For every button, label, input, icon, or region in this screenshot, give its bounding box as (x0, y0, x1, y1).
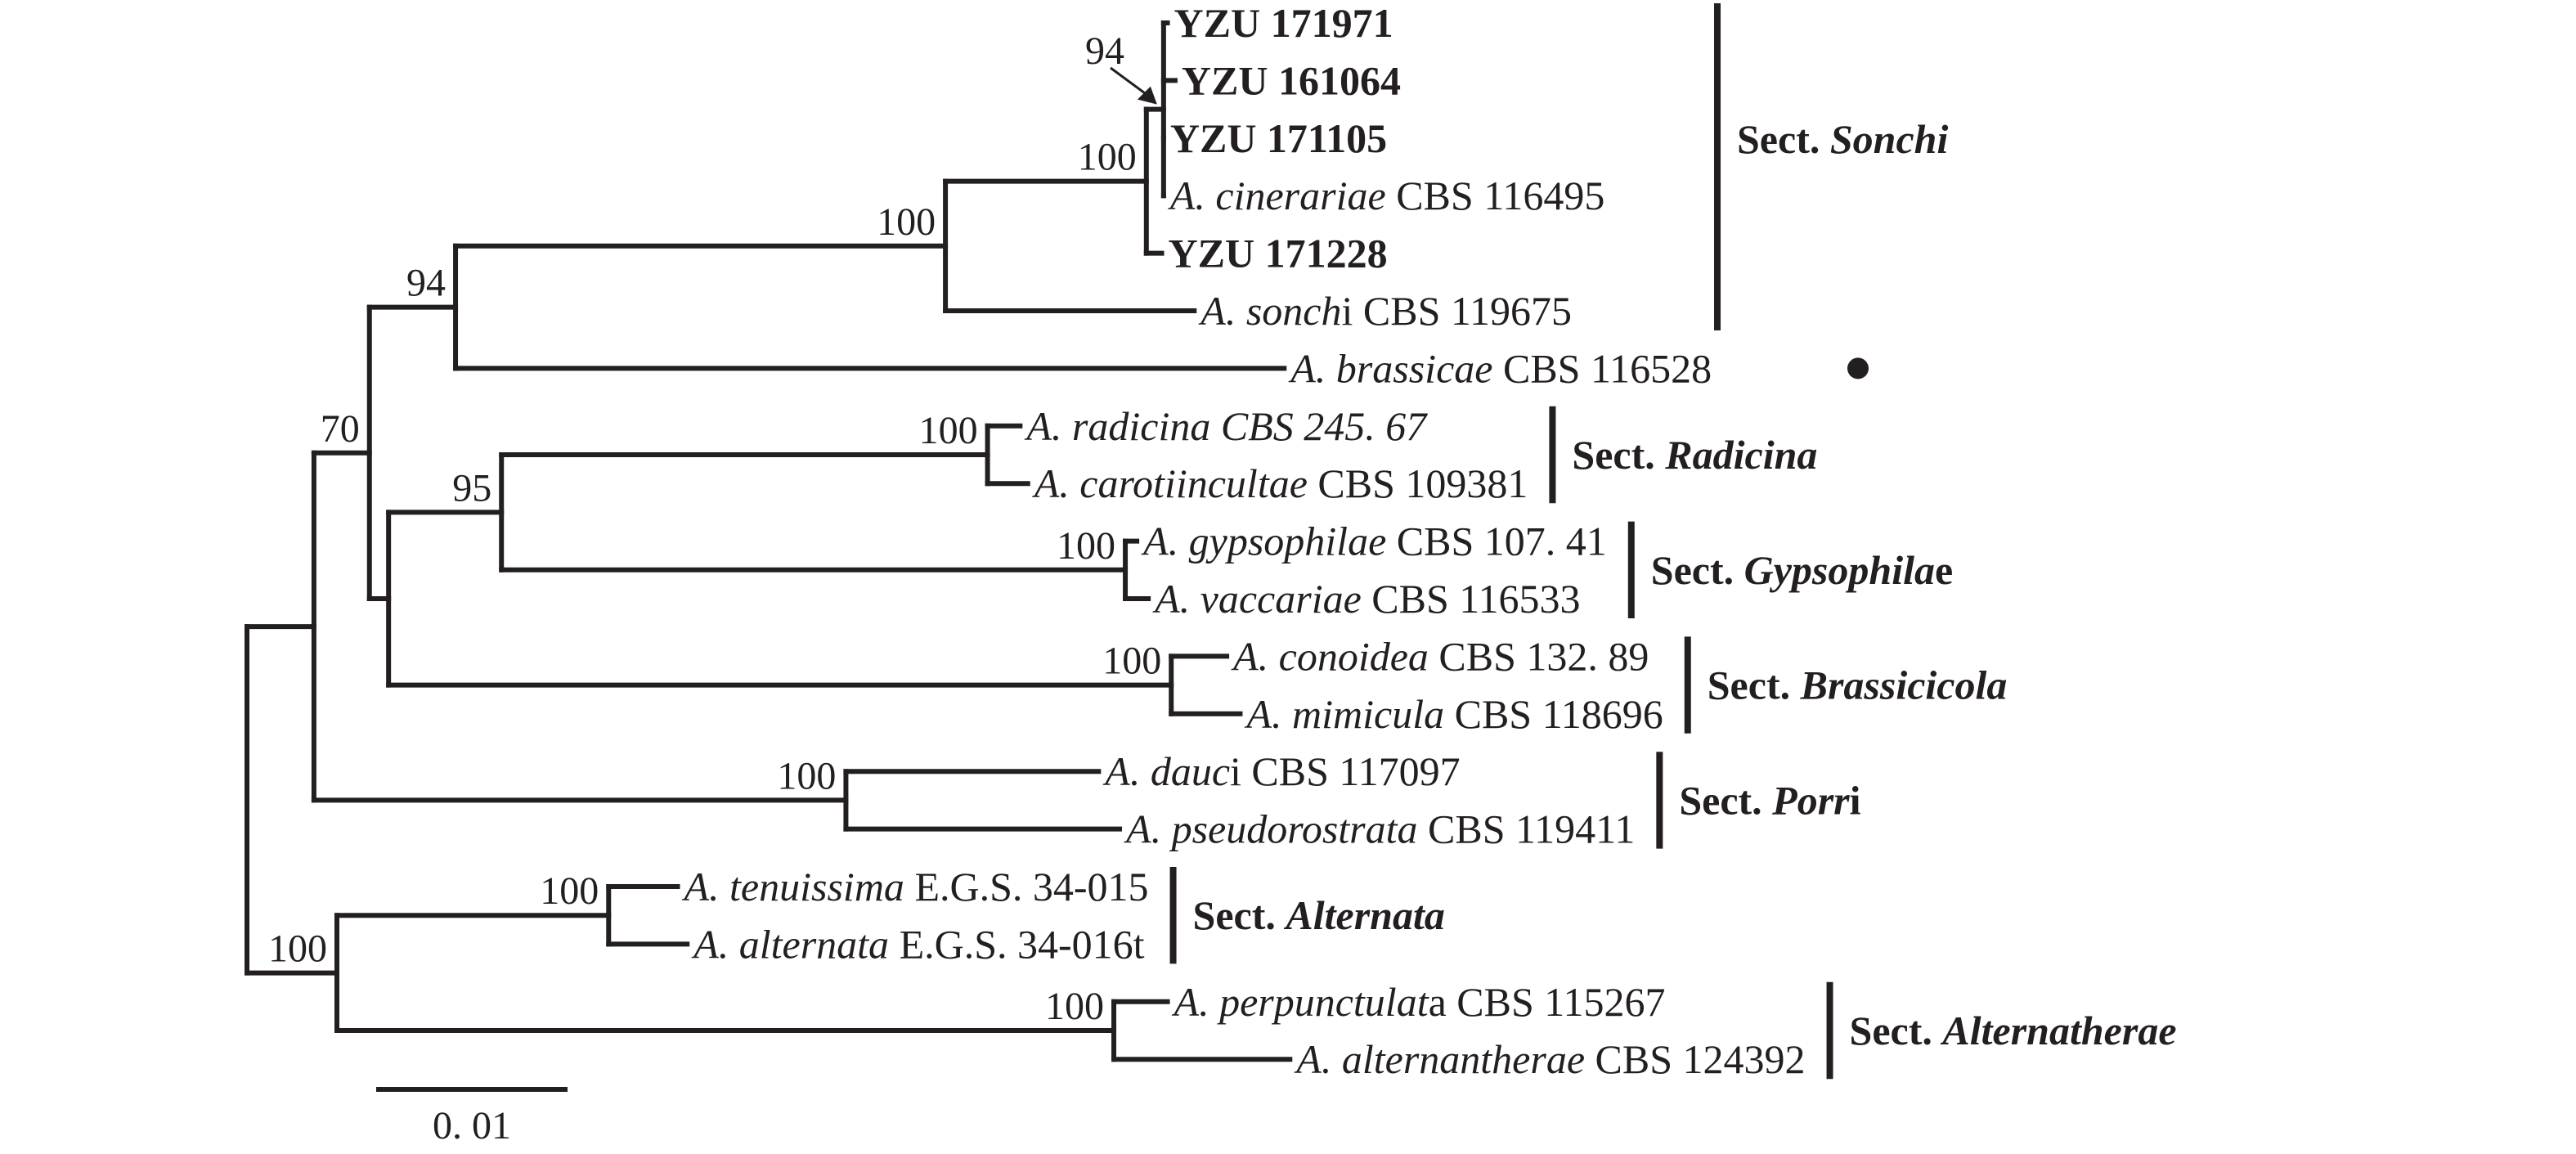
leaf-label-part: A. conoidea (1231, 633, 1429, 679)
leaf-label-part: A. dauc (1102, 748, 1230, 794)
support-value-n95: 95 (452, 466, 491, 510)
section-name: Porr (1771, 777, 1850, 823)
section-prefix: Sect. (1850, 1008, 1943, 1053)
leaf-label-part: A. sonch (1198, 288, 1341, 334)
leaf-label-part: A. vaccariae (1152, 576, 1362, 622)
leaf-label-radicina: A. radicina CBS 245. 67 (1024, 403, 1428, 449)
section-prefix: Sect. (1737, 116, 1830, 162)
leaf-label-part: CBS 116528 (1492, 345, 1712, 391)
leaf-label-part: CBS 118696 (1444, 691, 1663, 737)
section-suffix: i (1850, 777, 1861, 823)
support-value-nRadicina: 100 (919, 409, 978, 452)
leaf-label-pseudorostrata: A. pseudorostrata CBS 119411 (1124, 806, 1635, 852)
leaf-label-part: A. alternata (691, 921, 889, 967)
section-label-brassicicola: Sect. Brassicicola (1708, 662, 2008, 708)
leaf-label-part: CBS 132. 89 (1429, 633, 1649, 679)
support-value-nPorri: 100 (777, 754, 836, 797)
leaf-label-part: E.G.S. 34-016t (889, 921, 1145, 967)
leaf-label-part: i CBS 119675 (1342, 288, 1573, 334)
support-value-nBrassicicola: 100 (1102, 640, 1161, 683)
section-name: Alternata (1283, 892, 1444, 938)
section-label-gypsophilae: Sect. Gypsophilae (1651, 547, 1953, 593)
leaf-label-mimicula: A. mimicula CBS 118696 (1244, 691, 1663, 737)
section-name: Gypsophila (1744, 547, 1935, 593)
marker-dot-icon (1847, 357, 1869, 379)
leaf-label-yzu171228: YZU 171228 (1169, 231, 1388, 276)
section-prefix: Sect. (1708, 662, 1801, 708)
leaf-label-part: A. carotiincultae (1032, 460, 1308, 506)
leaf-label-gypsophilae: A. gypsophilae CBS 107. 41 (1141, 519, 1607, 564)
section-label-porri: Sect. Porri (1679, 777, 1860, 823)
support-value-arrow: 94 (1085, 29, 1124, 73)
support-value-nGyps: 100 (1057, 524, 1115, 568)
leaf-label-yzu171105: YZU 171105 (1170, 115, 1387, 161)
leaf-label-part: YZU 171228 (1169, 231, 1388, 276)
leaf-label-part: A. brassicae (1288, 345, 1492, 391)
support-values: 70 94 100 100 95 100 100 100 100 100 100 100 (268, 136, 1161, 1028)
leaf-label-part: E.G.S. 34-015 (904, 864, 1149, 909)
section-suffix: e (1935, 547, 1953, 593)
leaf-label-part: YZU 171105 (1170, 115, 1387, 161)
leaf-label-tenuissima: A. tenuissima E.G.S. 34-015 (682, 864, 1149, 909)
section-prefix: Sect. (1679, 777, 1772, 823)
section-label-alternatherae: Sect. Alternatherae (1850, 1008, 2177, 1053)
leaf-label-part: A. perpunctulat (1172, 979, 1429, 1025)
section-name: Brassicicola (1800, 662, 2008, 708)
tree-annotations: 94 (1085, 29, 1869, 379)
leaf-label-part: A. cinerariae (1168, 173, 1386, 218)
leaf-label-part: CBS 109381 (1308, 460, 1528, 506)
leaf-label-part: A. alternantherae (1294, 1036, 1585, 1082)
section-label-alternata: Sect. Alternata (1193, 892, 1445, 938)
leaf-label-part: a CBS 115267 (1429, 979, 1666, 1025)
leaf-label-perpunctulata: A. perpunctulata CBS 115267 (1172, 979, 1666, 1025)
leaf-label-part: i CBS 117097 (1230, 748, 1461, 794)
section-name: Radicina (1664, 432, 1817, 478)
leaf-label-conoidea: A. conoidea CBS 132. 89 (1231, 633, 1649, 679)
section-name: Sonchi (1830, 116, 1949, 162)
leaf-label-cinerariae: A. cinerariae CBS 116495 (1168, 173, 1604, 218)
leaf-label-dauci: A. dauci CBS 117097 (1102, 748, 1460, 794)
support-value-nAlternata: 100 (540, 869, 599, 913)
support-value-nInner: 100 (1078, 136, 1137, 179)
section-name: Alternatherae (1940, 1008, 2176, 1053)
section-label-radicina: Sect. Radicina (1572, 432, 1817, 478)
leaf-label-yzu171971: YZU 171971 (1174, 0, 1393, 46)
leaf-label-part: YZU 171971 (1174, 0, 1393, 46)
leaf-label-brassicae: A. brassicae CBS 116528 (1288, 345, 1712, 391)
leaf-label-part: A. pseudorostrata (1124, 806, 1418, 852)
section-prefix: Sect. (1572, 432, 1665, 478)
leaf-label-part: CBS 116495 (1386, 173, 1605, 218)
tree-branches (245, 20, 1293, 1062)
support-value-nAlternatherae: 100 (1045, 985, 1104, 1028)
support-value-n70: 70 (321, 407, 360, 451)
leaf-label-part: A. radicina CBS 245. 67 (1024, 403, 1428, 449)
support-value-nB: 100 (268, 927, 327, 971)
leaf-label-part: YZU 161064 (1182, 57, 1401, 103)
section-label-sonchi: Sect. Sonchi (1737, 116, 1948, 162)
leaf-label-part: CBS 124392 (1585, 1036, 1806, 1082)
arrowhead-icon (1137, 86, 1157, 105)
leaf-label-alternata: A. alternata E.G.S. 34-016t (691, 921, 1144, 967)
leaf-label-part: A. tenuissima (682, 864, 904, 909)
leaf-label-sonchi: A. sonchi CBS 119675 (1198, 288, 1572, 334)
leaf-label-alternantherae: A. alternantherae CBS 124392 (1294, 1036, 1805, 1082)
leaf-label-part: CBS 119411 (1418, 806, 1636, 852)
leaf-label-carotiincultae: A. carotiincultae CBS 109381 (1032, 460, 1528, 506)
section-prefix: Sect. (1651, 547, 1744, 593)
section-prefix: Sect. (1193, 892, 1286, 938)
scale-bar-group: 0. 01 (376, 1087, 568, 1147)
leaf-label-part: CBS 107. 41 (1386, 519, 1607, 564)
scale-bar-label: 0. 01 (433, 1104, 511, 1147)
leaf-label-yzu161064: YZU 161064 (1182, 57, 1401, 103)
leaf-label-part: CBS 116533 (1362, 576, 1581, 622)
support-value-nSonchi: 100 (877, 200, 936, 244)
annotation-arrow (1110, 66, 1150, 97)
support-value-n94: 94 (406, 262, 446, 305)
leaf-label-vaccariae: A. vaccariae CBS 116533 (1152, 576, 1580, 622)
leaf-label-part: A. mimicula (1244, 691, 1444, 737)
leaf-label-part: A. gypsophilae (1141, 519, 1386, 564)
